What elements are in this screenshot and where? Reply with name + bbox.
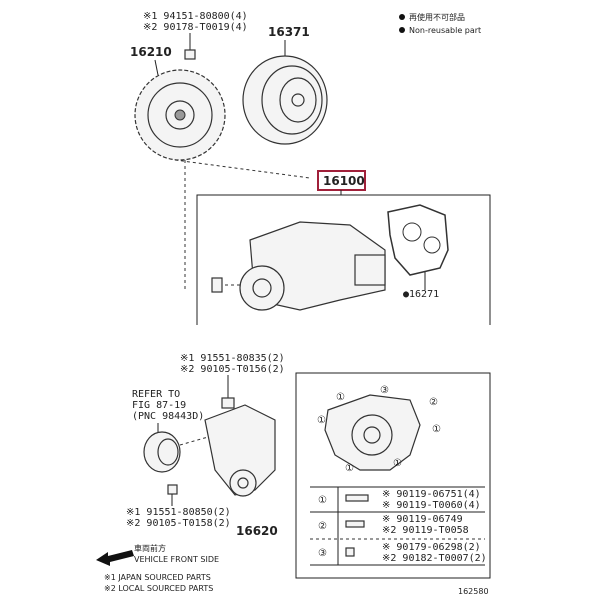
svg-text:①: ① bbox=[345, 463, 354, 474]
bolt-icon bbox=[167, 484, 178, 495]
svg-text:※ 90119-T0060(4): ※ 90119-T0060(4) bbox=[382, 500, 481, 511]
fan-bolt-1: ※1 94151-80800(4) bbox=[143, 11, 248, 22]
note-line2: ※2 LOCAL SOURCED PARTS bbox=[104, 584, 213, 593]
gasket-number[interactable]: ●16271 bbox=[403, 289, 439, 300]
fan-clutch-number[interactable]: 16210 bbox=[130, 45, 172, 59]
gasket-drawing[interactable] bbox=[387, 204, 449, 276]
svg-text:※2 90182-T0007(2): ※2 90182-T0007(2) bbox=[382, 553, 487, 564]
legend-dot-icon bbox=[399, 14, 405, 20]
front-line1: 車両前方 bbox=[134, 543, 166, 553]
legend-line2: Non-reusable part bbox=[409, 26, 481, 35]
note-line1: ※1 JAPAN SOURCED PARTS bbox=[104, 573, 211, 582]
vehicle-front-arrow-icon bbox=[96, 550, 134, 566]
idler-bolt-2: ※2 90105-T0156(2) bbox=[180, 364, 285, 375]
pulley-number[interactable]: 16371 bbox=[268, 25, 310, 39]
water-pump-number[interactable]: 16100 bbox=[323, 174, 365, 188]
water-pump-drawing[interactable] bbox=[211, 221, 386, 311]
idler-number[interactable]: 16620 bbox=[236, 524, 278, 538]
bolt-table: ① ※ 90119-06751(4) ※ 90119-T0060(4) ② ※ … bbox=[310, 486, 487, 566]
svg-text:①: ① bbox=[393, 458, 402, 469]
svg-text:①: ① bbox=[432, 424, 441, 435]
bolt-table-row[interactable]: ① ※ 90119-06751(4) ※ 90119-T0060(4) bbox=[318, 489, 481, 511]
svg-text:※ 90119-06749: ※ 90119-06749 bbox=[382, 514, 463, 525]
bolt-table-row[interactable]: ② ※ 90119-06749 ※2 90119-T0058 bbox=[318, 514, 469, 536]
svg-text:※2 90119-T0058: ※2 90119-T0058 bbox=[382, 525, 469, 536]
bolt-inset-box bbox=[295, 372, 491, 579]
figure-id: 162580 bbox=[458, 587, 489, 596]
bolt-icon bbox=[184, 49, 196, 60]
svg-text:②: ② bbox=[318, 521, 327, 532]
svg-text:※ 90179-06298(2): ※ 90179-06298(2) bbox=[382, 542, 481, 553]
bolt-table-row[interactable]: ③ ※ 90179-06298(2) ※2 90182-T0007(2) bbox=[318, 542, 487, 564]
refer-line3[interactable]: (PNC 98443D) bbox=[132, 411, 204, 422]
bolt-icon bbox=[345, 494, 369, 502]
refer-line1[interactable]: REFER TO bbox=[132, 389, 180, 400]
refer-line2[interactable]: FIG 87-19 bbox=[132, 400, 186, 411]
front-line2: VEHICLE FRONT SIDE bbox=[134, 555, 219, 564]
pump-rear-drawing[interactable] bbox=[324, 394, 421, 471]
legend-dot-icon bbox=[399, 27, 405, 33]
idler-pulley-drawing[interactable] bbox=[143, 431, 216, 473]
bolt-icon bbox=[345, 520, 365, 528]
legend-line1: 再使用不可部品 bbox=[409, 12, 465, 22]
svg-text:※ 90119-06751(4): ※ 90119-06751(4) bbox=[382, 489, 481, 500]
idler-lower-bolt-1: ※1 91551-80850(2) bbox=[126, 507, 231, 518]
svg-text:③: ③ bbox=[318, 548, 327, 559]
bolt-icon bbox=[345, 547, 355, 557]
svg-text:②: ② bbox=[429, 397, 438, 408]
svg-text:①: ① bbox=[318, 495, 327, 506]
svg-text:①: ① bbox=[336, 392, 345, 403]
bolt-icon bbox=[221, 397, 235, 409]
fan-bolt-2: ※2 90178-T0019(4) bbox=[143, 22, 248, 33]
idler-lower-bolt-2: ※2 90105-T0158(2) bbox=[126, 518, 231, 529]
pulley-drawing[interactable] bbox=[242, 55, 328, 145]
svg-text:①: ① bbox=[317, 415, 326, 426]
fan-clutch-drawing[interactable] bbox=[134, 69, 226, 161]
svg-text:③: ③ bbox=[380, 385, 389, 396]
pump-callouts: ① ① ① ① ① ② ③ bbox=[317, 385, 441, 474]
idler-bolt-1: ※1 91551-80835(2) bbox=[180, 353, 285, 364]
idler-bracket-drawing[interactable] bbox=[204, 404, 276, 497]
